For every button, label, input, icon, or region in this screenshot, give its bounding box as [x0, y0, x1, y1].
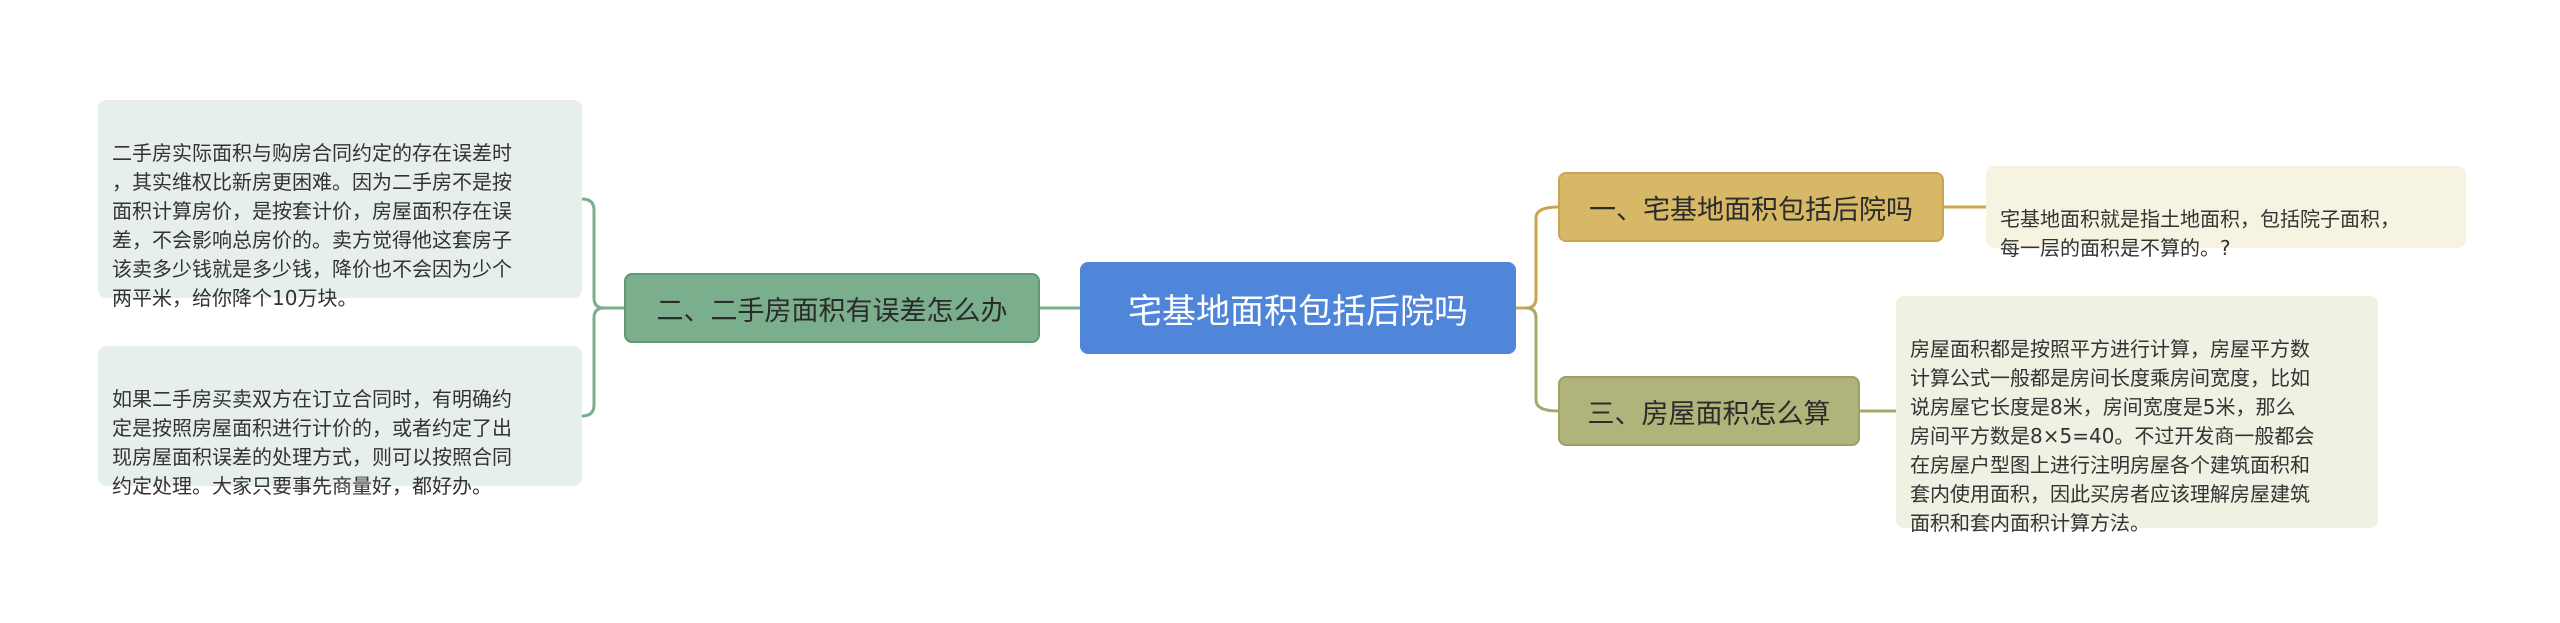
connector-left-leaf-1 — [581, 197, 624, 310]
branch-label: 二、二手房面积有误差怎么办 — [656, 295, 1008, 327]
branch-label: 一、宅基地面积包括后院吗 — [1589, 194, 1913, 226]
branch-area-error-handling[interactable]: 二、二手房面积有误差怎么办 — [624, 273, 1040, 343]
leaf-text: 如果二手房买卖双方在订立合同时，有明确约 定是按照房屋面积进行计价的，或者约定了… — [112, 387, 512, 498]
branch-house-area-calculation[interactable]: 三、房屋面积怎么算 — [1558, 376, 1860, 446]
branch-homestead-backyard[interactable]: 一、宅基地面积包括后院吗 — [1558, 172, 1944, 242]
connector-left-leaf-2 — [581, 306, 605, 418]
connector-root-right-1 — [1516, 205, 1559, 310]
connector-root-right-2 — [1525, 306, 1559, 413]
leaf-note-area-formula[interactable]: 房屋面积都是按照平方进行计算，房屋平方数 计算公式一般都是房间长度乘房间宽度，比… — [1896, 296, 2378, 535]
leaf-note-homestead-definition[interactable]: 宅基地面积就是指土地面积，包括院子面积， 每一层的面积是不算的。? — [1986, 166, 2466, 260]
root-topic[interactable]: 宅基地面积包括后院吗 — [1080, 262, 1516, 354]
leaf-text: 二手房实际面积与购房合同约定的存在误差时 ，其实维权比新房更困难。因为二手房不是… — [112, 141, 512, 310]
leaf-note-resale-area-discrepancy[interactable]: 二手房实际面积与购房合同约定的存在误差时 ，其实维权比新房更困难。因为二手房不是… — [98, 100, 582, 310]
leaf-note-contract-terms[interactable]: 如果二手房买卖双方在订立合同时，有明确约 定是按照房屋面积进行计价的，或者约定了… — [98, 346, 582, 498]
branch-label: 三、房屋面积怎么算 — [1587, 398, 1831, 430]
leaf-text: 宅基地面积就是指土地面积，包括院子面积， 每一层的面积是不算的。? — [2000, 207, 2400, 260]
leaf-text: 房屋面积都是按照平方进行计算，房屋平方数 计算公式一般都是房间长度乘房间宽度，比… — [1910, 337, 2315, 535]
root-topic-label: 宅基地面积包括后院吗 — [1128, 291, 1468, 332]
